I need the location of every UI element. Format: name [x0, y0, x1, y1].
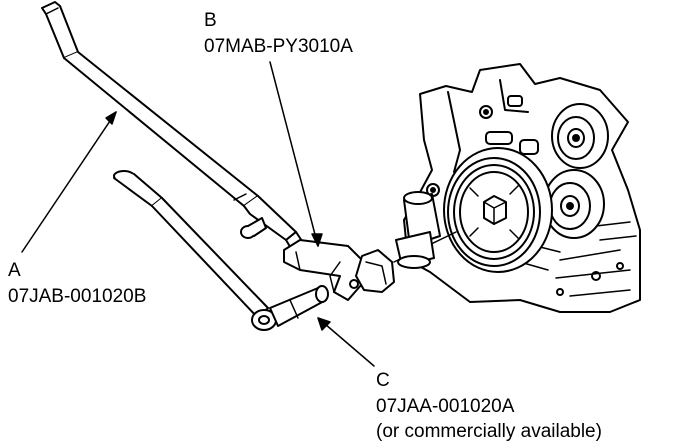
idler-pulley-upper: [551, 103, 609, 169]
tensioner-pulley: [543, 169, 605, 239]
label-a-part-number: 07JAB-001020B: [8, 286, 146, 307]
label-b-part-number: 07MAB-PY3010A: [204, 36, 353, 57]
tool-c-socket-wrench: [113, 170, 329, 331]
tool-a-breaker-bar: [41, 1, 305, 251]
label-c-note: (or commercially available): [376, 421, 602, 442]
tool-b-holder: [283, 231, 457, 301]
leader-b: [269, 61, 319, 247]
arrowhead-b: [311, 233, 323, 247]
arrowhead-c: [317, 317, 331, 331]
socket-adapter: [395, 191, 441, 269]
leader-a: [21, 111, 117, 253]
leader-lines: [21, 61, 375, 367]
arrowhead-a: [105, 111, 117, 125]
crankshaft-pulley: [443, 147, 553, 273]
label-c-letter: C: [376, 370, 390, 391]
leader-c: [317, 317, 375, 367]
label-c-part-number: 07JAA-001020A: [376, 396, 515, 417]
label-a-letter: A: [8, 260, 21, 281]
label-b-letter: B: [204, 10, 217, 31]
